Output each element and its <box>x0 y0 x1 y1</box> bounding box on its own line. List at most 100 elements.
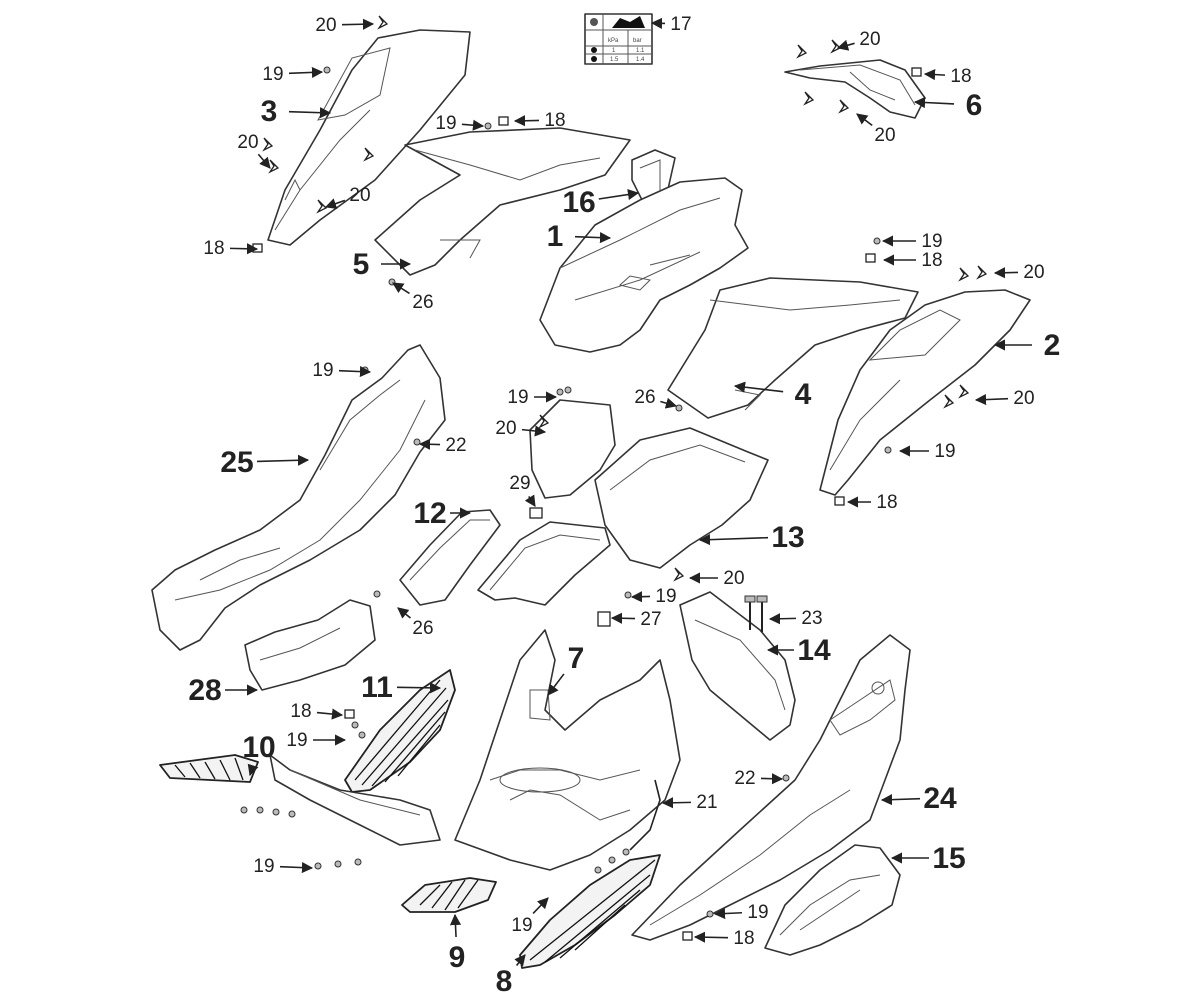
callout-number: 20 <box>315 15 336 36</box>
callout-number: 20 <box>1013 388 1034 409</box>
leader-arrow <box>610 612 636 624</box>
leader-arrow <box>661 797 692 809</box>
leader-arrow <box>341 18 375 30</box>
callout-number: 20 <box>723 568 744 589</box>
leader-arrow <box>733 381 784 393</box>
leader-arrow <box>547 673 565 696</box>
table-cell: bar <box>633 38 642 44</box>
callout-number: 22 <box>734 768 755 789</box>
callout-number: 17 <box>670 14 691 35</box>
left-frame-cover <box>151 344 446 651</box>
callout-number: 20 <box>495 418 516 439</box>
right-upper-trim <box>819 289 1031 496</box>
leader-arrow <box>698 534 769 546</box>
callout-number: 29 <box>509 473 530 494</box>
center-console <box>477 399 769 606</box>
leader-arrow <box>418 438 441 450</box>
right-upper-fairing <box>667 277 919 419</box>
callout-number: 20 <box>859 29 880 50</box>
callout-number: 18 <box>544 110 565 131</box>
leader-arrow <box>521 425 547 437</box>
callout-number: 18 <box>203 238 224 259</box>
callout-number: 19 <box>435 113 456 134</box>
leader-arrow <box>524 494 536 507</box>
leader-arrow <box>768 613 797 625</box>
callout-number: 19 <box>934 441 955 462</box>
leader-arrow <box>993 267 1019 279</box>
front-bracket <box>784 59 926 119</box>
callout-number: 20 <box>874 125 895 146</box>
leader-arrow <box>574 232 612 244</box>
callout-number: 19 <box>253 856 274 877</box>
leader-arrow <box>449 913 462 938</box>
leader-arrow <box>514 954 526 967</box>
leader-arrow <box>257 153 271 169</box>
callout-number: 18 <box>950 66 971 87</box>
callout-number: 28 <box>188 674 221 707</box>
leader-arrow <box>693 931 729 943</box>
leader-arrow <box>392 282 410 295</box>
callout-number: 10 <box>242 731 275 764</box>
callout-number: 11 <box>361 671 393 704</box>
callout-number: 19 <box>921 231 942 252</box>
lower-bracket <box>244 599 376 691</box>
callout-number: 19 <box>262 64 283 85</box>
callout-number: 18 <box>876 492 897 513</box>
callout-number: 19 <box>286 730 307 751</box>
callout-number: 26 <box>412 292 433 313</box>
left-step-grille <box>344 669 456 793</box>
leader-arrow <box>396 682 442 694</box>
leader-arrow <box>256 454 310 466</box>
callout-labels: 1234567891011121314151617181818181818181… <box>188 14 1060 998</box>
leader-arrow <box>713 907 743 920</box>
left-upper-trim <box>267 29 471 246</box>
leader-arrow <box>836 39 855 51</box>
leader-arrow <box>513 115 540 127</box>
small-cover <box>631 149 676 201</box>
tire-pressure-label: kPa bar 1 1.1 1.5 1.4 <box>584 13 653 65</box>
fasteners <box>240 15 988 941</box>
callout-number: 5 <box>353 248 370 281</box>
left-upper-fairing <box>374 127 631 276</box>
callout-number: 23 <box>801 608 822 629</box>
callout-number: 24 <box>923 782 957 815</box>
leader-arrow <box>974 393 1009 406</box>
leader-arrow <box>279 861 314 874</box>
callout-number: 19 <box>312 360 333 381</box>
callout-number: 19 <box>747 902 768 923</box>
callout-number: 6 <box>966 89 983 122</box>
leader-arrow <box>338 365 372 378</box>
callout-number: 16 <box>562 186 595 219</box>
table-cell: 1.5 <box>610 57 619 63</box>
callout-number: 21 <box>696 792 717 813</box>
callout-number: 18 <box>290 701 311 722</box>
cable <box>629 779 661 851</box>
leader-arrow <box>397 607 412 619</box>
left-footboard <box>269 754 441 846</box>
leader-lines <box>225 17 1032 967</box>
callout-number: 25 <box>220 446 253 479</box>
leader-arrow <box>461 119 485 131</box>
callout-number: 18 <box>921 250 942 271</box>
callout-number: 15 <box>932 842 965 875</box>
leader-arrow <box>913 96 955 109</box>
callout-number: 20 <box>349 185 370 206</box>
leader-arrow <box>532 897 549 915</box>
callout-number: 26 <box>634 387 655 408</box>
callout-number: 19 <box>511 915 532 936</box>
leader-arrow <box>856 113 873 127</box>
leader-arrow <box>229 243 259 255</box>
callout-number: 14 <box>797 634 831 667</box>
callout-number: 19 <box>507 387 528 408</box>
bolts <box>744 595 768 632</box>
inner-cover <box>679 591 796 741</box>
tunnel-panel <box>399 509 501 606</box>
callout-number: 20 <box>1023 262 1044 283</box>
right-lower-side-panel <box>631 634 911 941</box>
leader-arrow <box>923 68 946 81</box>
callout-number: 18 <box>733 928 754 949</box>
callout-number: 19 <box>655 586 676 607</box>
callout-number: 3 <box>261 95 278 128</box>
callout-number: 27 <box>640 609 661 630</box>
